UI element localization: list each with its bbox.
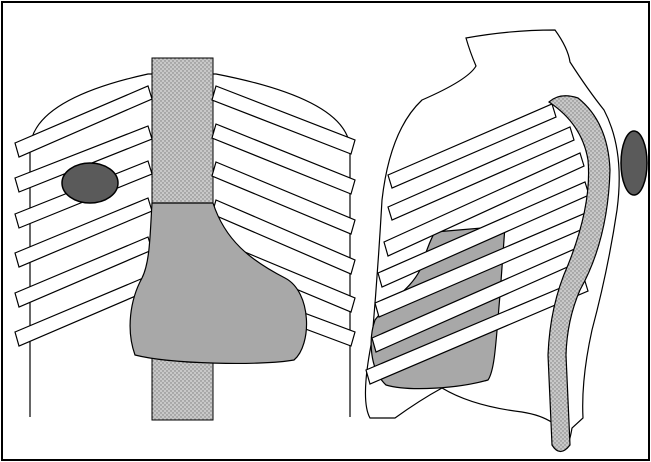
frontal-lung-nodule: [62, 163, 118, 203]
frontal-view: [15, 58, 355, 420]
lateral-spine: [548, 96, 610, 452]
lateral-lung-nodule: [621, 131, 647, 195]
lateral-view: [365, 30, 647, 452]
